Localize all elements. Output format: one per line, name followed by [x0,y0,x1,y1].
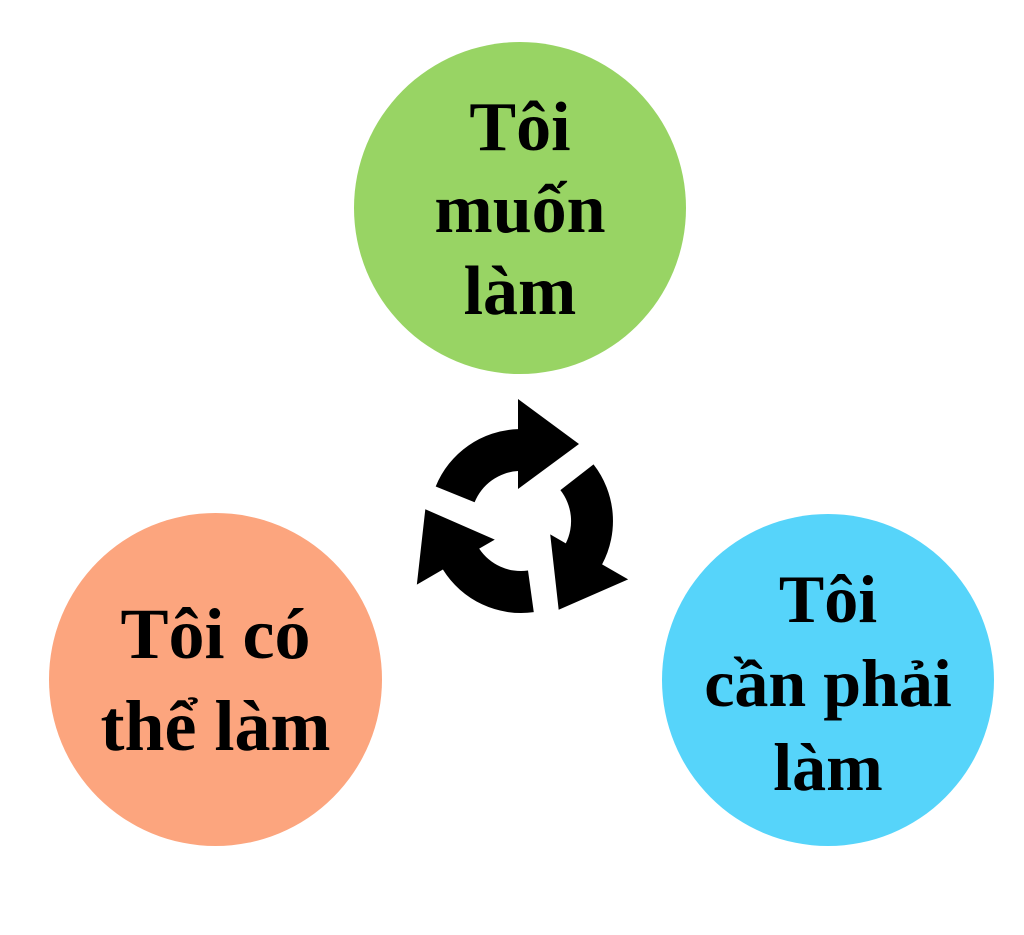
node-label-can: Tôi có thể làm [100,593,331,766]
cycle-arrows-icon [396,399,646,646]
node-label-want: Tôi muốn làm [434,89,606,330]
node-label-need: Tôi cần phải làm [704,561,952,805]
node-toi-can-phai-lam: Tôi cần phải làm [662,514,994,846]
node-toi-co-the-lam: Tôi có thể làm [49,513,382,846]
node-toi-muon-lam: Tôi muốn làm [354,42,686,374]
